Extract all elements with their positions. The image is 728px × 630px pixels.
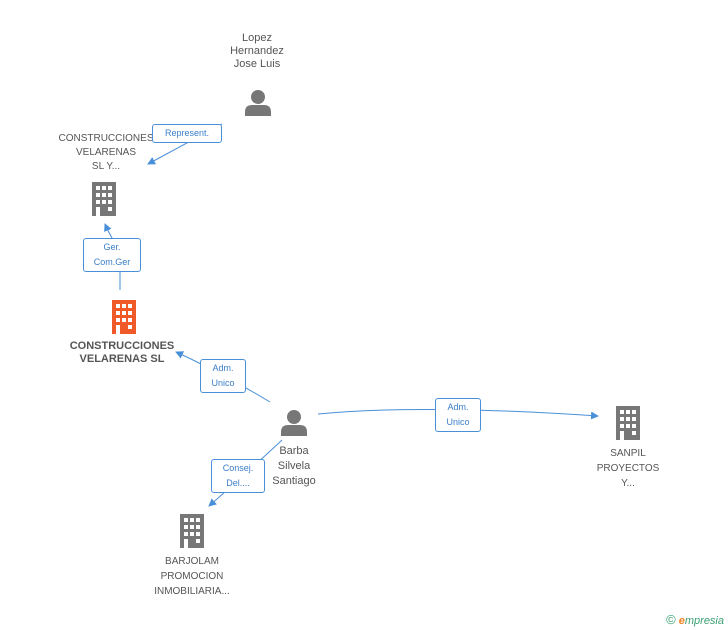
brand-first-letter: e: [678, 615, 685, 627]
node-barba[interactable]: Barba Silvela Santiago: [256, 408, 332, 492]
building-icon: [112, 300, 136, 334]
node-sanpil[interactable]: SANPIL PROYECTOS Y...: [586, 406, 670, 492]
node-label-velarenas-sl: CONSTRUCCIONES VELARENAS SL: [69, 340, 175, 365]
edge-label-adm-unico-2[interactable]: Adm. Unico: [435, 398, 481, 432]
node-label-barba: Barba Silvela Santiago: [272, 445, 316, 487]
edge-label-represent[interactable]: Represent.: [152, 124, 222, 143]
edge-label-adm-unico-1[interactable]: Adm. Unico: [200, 359, 246, 393]
node-label-sanpil: SANPIL PROYECTOS Y...: [596, 448, 660, 489]
building-icon: [616, 406, 640, 440]
person-icon: [281, 410, 307, 436]
building-icon: [180, 514, 204, 548]
edge-label-ger[interactable]: Ger. Com.Ger: [83, 238, 141, 272]
brand-rest: mpresia: [684, 615, 724, 627]
node-lopez[interactable]: Lopez Hernandez Jose Luis: [205, 32, 309, 120]
edge-label-consej[interactable]: Consej. Del....: [211, 459, 265, 493]
node-label-barjolam: BARJOLAM PROMOCION INMOBILIARIA...: [154, 556, 230, 597]
person-icon: [245, 90, 271, 116]
empresia-logo: © empresia: [666, 612, 724, 627]
node-barjolam[interactable]: BARJOLAM PROMOCION INMOBILIARIA...: [136, 514, 248, 600]
building-icon: [92, 182, 116, 216]
node-velarenas-sly[interactable]: CONSTRUCCIONES VELARENAS SL Y...: [46, 132, 166, 222]
node-label-velarenas-sly: CONSTRUCCIONES VELARENAS SL Y...: [58, 133, 154, 172]
node-velarenas-sl[interactable]: CONSTRUCCIONES VELARENAS SL: [56, 300, 188, 372]
node-label-lopez: Lopez Hernandez Jose Luis: [230, 32, 284, 70]
copyright-icon: ©: [666, 612, 676, 627]
